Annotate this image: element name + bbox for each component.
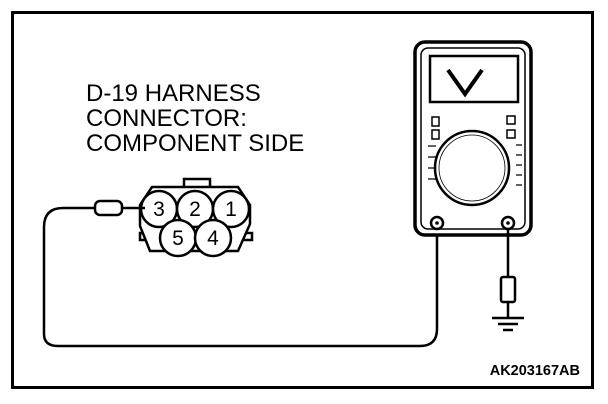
voltmeter-case-inner <box>420 47 526 230</box>
figure-frame <box>11 11 594 389</box>
pin-number-5: 5 <box>172 227 184 250</box>
probe-clip-body <box>93 199 124 217</box>
voltmeter-display <box>428 54 520 104</box>
pin-number-3: 3 <box>153 198 165 221</box>
range-selector-dial <box>433 129 511 207</box>
meter-key-left-2 <box>431 129 440 140</box>
meter-key-right-2 <box>506 129 516 139</box>
meter-key-left-1 <box>431 116 440 127</box>
connector-label: D-19 HARNESS CONNECTOR: COMPONENT SIDE <box>86 80 304 157</box>
connector-label-line3: COMPONENT SIDE <box>86 130 304 157</box>
voltmeter <box>413 40 533 237</box>
meter-key-right-1 <box>506 115 516 125</box>
pin-number-1: 1 <box>225 198 237 221</box>
connector-label-line2: CONNECTOR: <box>86 105 247 132</box>
pin-number-4: 4 <box>207 227 219 250</box>
test-lead-wire <box>42 206 439 348</box>
terminal-right-core <box>506 221 510 225</box>
range-selector-dial-inner <box>438 134 506 202</box>
ground-symbol-icon <box>492 316 524 332</box>
range-scale-right <box>516 144 522 186</box>
figure-code: AK203167AB <box>490 363 580 379</box>
terminal-left-core <box>435 221 439 225</box>
probe-pin-3 <box>93 199 145 217</box>
pin-4-socket <box>193 218 233 258</box>
ground-probe-body <box>499 275 517 304</box>
pin-1-socket <box>211 189 251 229</box>
pin-number-2: 2 <box>189 198 201 221</box>
connector-label-line1: D-19 HARNESS <box>86 80 261 107</box>
range-scale-left <box>428 145 436 180</box>
voltage-symbol-icon <box>446 68 484 98</box>
harness-connector: 3 2 1 5 4 <box>138 177 254 258</box>
ground-lead <box>499 229 517 318</box>
